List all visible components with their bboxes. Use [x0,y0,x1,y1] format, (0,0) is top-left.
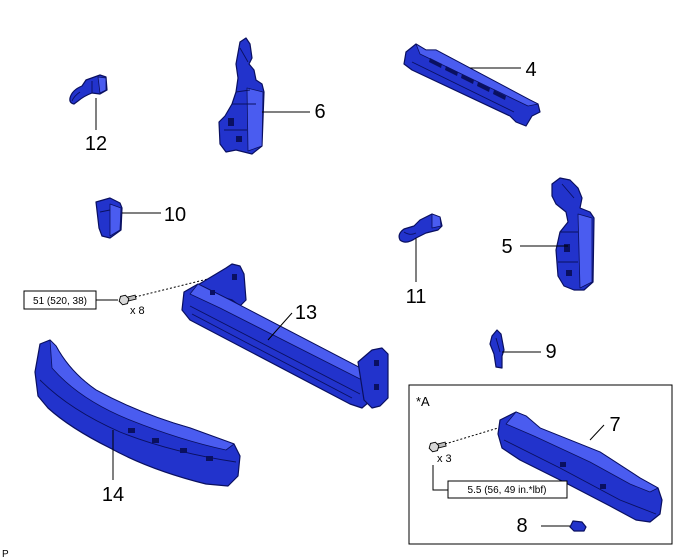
inset-bolt-dashed-line [444,427,499,445]
callout-7-leader [589,424,605,441]
part-4-support-bar [403,43,541,127]
part-9-bracket [489,329,505,369]
page-code: P [2,549,9,560]
main-bolt-quantity: x 8 [130,305,145,317]
callout-6-label: 6 [314,101,325,123]
part-12-bracket [69,74,108,105]
inset-torque-box [447,480,568,499]
part-10-bracket [95,197,123,239]
inset-bolt-quantity: x 3 [437,453,452,465]
inset-torque-leader [432,465,448,491]
part-11-bracket [398,213,443,243]
callout-7-label: 7 [609,414,620,436]
callout-4-label: 4 [525,59,536,81]
callout-8-label: 8 [516,515,527,537]
part-8-clip [569,520,587,532]
callout-11-label: 11 [406,286,427,308]
part-7-bumper-reinforcement [497,411,663,523]
callout-14-label: 14 [102,484,124,506]
callout-12-label: 12 [85,133,107,155]
callout-5-label: 5 [501,236,512,258]
part-14-bumper-absorber [34,339,241,487]
callout-13-leader [267,312,293,341]
main-torque-value: 51 (520, 38) [33,296,87,307]
callout-13-label: 13 [295,302,317,324]
bolt-icon [428,441,447,453]
part-6-bracket [218,37,265,155]
part-5-bracket [551,177,595,291]
main-bolt-dashed-line [134,271,237,298]
part-13-bumper-reinforcement [181,263,389,409]
inset-torque-value: 5.5 (56, 49 in.*lbf) [468,485,547,496]
callout-10-label: 10 [164,204,186,226]
inset-label: *A [416,394,430,409]
bolt-icon [118,294,137,306]
callout-9-label: 9 [545,341,556,363]
